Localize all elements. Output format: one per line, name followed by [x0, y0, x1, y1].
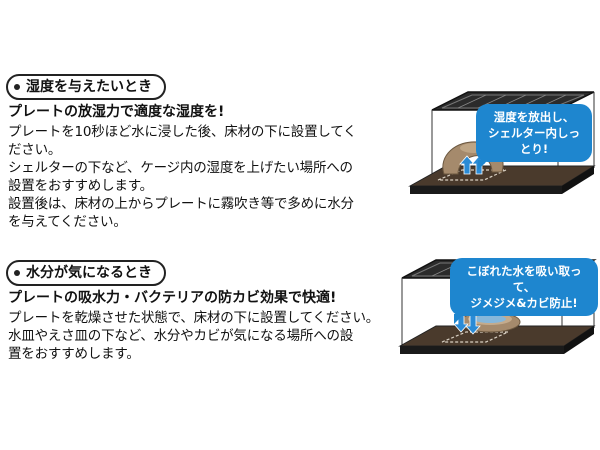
humidity-section: 湿度を与えたいとき プレートの放湿力で適度な湿度を! プレートを10秒ほど水に浸… — [6, 74, 398, 231]
bullet-icon — [14, 270, 20, 276]
humidity-line: ださい。 — [8, 142, 62, 158]
moisture-bubble-line: こぼれた水を吸い取って、 — [466, 264, 582, 294]
bubble-tail — [478, 160, 488, 170]
moisture-heading: プレートの吸水力・バクテリアの防カビ効果で快適! — [8, 290, 337, 306]
humidity-body: プレートを10秒ほど水に浸した後、床材の下に設置してく ださい。 シェルターの下… — [8, 123, 398, 231]
humidity-line: 設置をおすすめします。 — [8, 178, 153, 194]
moisture-bubble: こぼれた水を吸い取って、 ジメジメ&カビ防止! — [450, 258, 598, 324]
humidity-pill-label: 湿度を与えたいとき — [26, 79, 152, 95]
moisture-pill: 水分が気になるとき — [6, 260, 166, 286]
humidity-illustration: 湿度を放出し、 シェルター内しっとり! — [398, 70, 598, 235]
humidity-heading: プレートの放湿力で適度な湿度を! — [8, 104, 225, 120]
humidity-line: シェルターの下など、ケージ内の湿度を上げたい場所への — [8, 160, 353, 176]
moisture-section: 水分が気になるとき プレートの吸水力・バクテリアの防カビ効果で快適! プレートを… — [6, 260, 398, 363]
humidity-pill: 湿度を与えたいとき — [6, 74, 166, 100]
moisture-illustration: こぼれた水を吸い取って、 ジメジメ&カビ防止! — [398, 250, 598, 415]
bullet-icon — [14, 84, 20, 90]
moisture-line: 水皿やえさ皿の下など、水分やカビが気になる場所への設 — [8, 328, 354, 344]
moisture-line: プレートを乾燥させた状態で、床材の下に設置してください。 — [8, 310, 380, 326]
moisture-body: プレートを乾燥させた状態で、床材の下に設置してください。 水皿やえさ皿の下など、… — [8, 309, 398, 363]
humidity-bubble: 湿度を放出し、 シェルター内しっとり! — [476, 104, 592, 170]
bubble-tail — [454, 314, 464, 324]
humidity-bubble-line: シェルター内しっとり! — [488, 126, 580, 156]
humidity-bubble-line: 湿度を放出し、 — [493, 110, 575, 124]
moisture-bubble-line: ジメジメ&カビ防止! — [470, 296, 578, 310]
humidity-line: 設置後は、床材の上からプレートに霧吹き等で多めに水分 — [8, 196, 354, 212]
moisture-pill-label: 水分が気になるとき — [26, 265, 152, 281]
humidity-line: プレートを10秒ほど水に浸した後、床材の下に設置してく — [8, 124, 357, 140]
moisture-line: 置をおすすめします。 — [8, 346, 140, 362]
humidity-line: を与えてください。 — [8, 214, 127, 230]
